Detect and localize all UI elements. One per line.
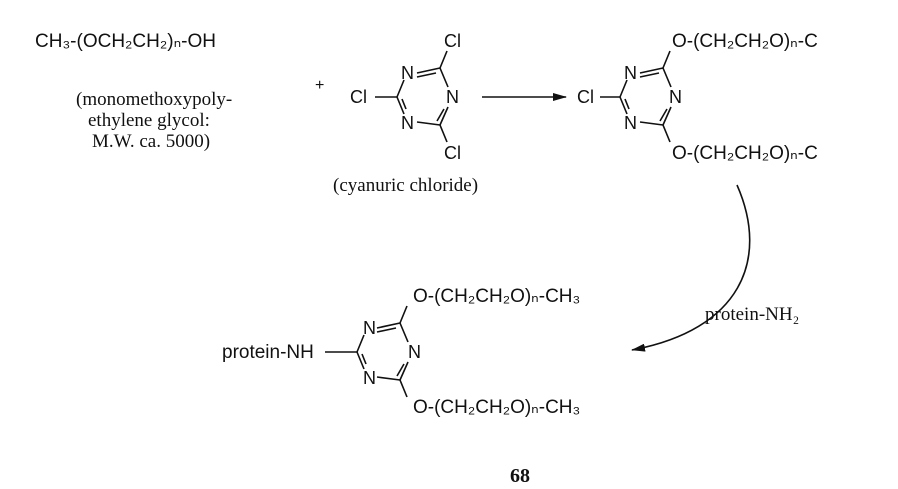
ring-bond <box>396 79 405 98</box>
chlorine-atom: Cl <box>350 87 367 107</box>
ring-bond <box>624 98 630 110</box>
nitrogen-atom: N <box>669 87 682 107</box>
chlorine-atom: Cl <box>577 87 594 107</box>
ring-bond <box>399 322 409 343</box>
cyanuric-chloride-label: (cyanuric chloride) <box>333 175 479 196</box>
ring-bond <box>416 121 441 126</box>
ring-bond <box>436 108 445 122</box>
substituent-bond <box>662 124 671 143</box>
intermediate-peg-chain-top: O-(CH₂CH₂O)ₙ-C <box>672 31 818 52</box>
page-number: 68 <box>510 465 530 487</box>
ring-bond <box>639 72 660 78</box>
ring-bond <box>416 72 437 78</box>
nitrogen-atom: N <box>446 87 459 107</box>
nitrogen-atom: N <box>408 342 421 362</box>
ring-bond <box>399 361 409 381</box>
ring-bond <box>439 67 449 88</box>
ring-bond <box>361 353 367 365</box>
product-peg-chain-bottom: O-(CH₂CH₂O)ₙ-CH₃ <box>413 397 581 418</box>
nitrogen-atom: N <box>624 113 637 133</box>
nitrogen-atom: N <box>624 63 637 83</box>
substituent-bond <box>662 50 671 69</box>
ring-bond <box>356 351 365 370</box>
ring-bond <box>356 334 365 353</box>
product-peg-chain-top: O-(CH₂CH₂O)ₙ-CH₃ <box>413 286 581 307</box>
intermediate-peg-chain-bottom: O-(CH₂CH₂O)ₙ-C <box>672 143 818 164</box>
ring-bond <box>439 106 449 126</box>
nitrogen-atom: N <box>363 368 376 388</box>
substituent-bond <box>399 379 408 398</box>
ring-bond <box>396 96 405 115</box>
chlorine-atom: Cl <box>444 31 461 51</box>
ring-bond <box>376 322 401 329</box>
curved-reaction-arrow <box>631 184 751 352</box>
ring-bond <box>619 96 628 115</box>
ring-bond <box>659 108 668 122</box>
peg-description-line-2: ethylene glycol: <box>88 110 210 131</box>
ring-bond <box>376 327 397 333</box>
ring-bond <box>662 67 672 88</box>
ring-bond <box>662 106 672 126</box>
nitrogen-atom: N <box>401 113 414 133</box>
substituent-bond <box>439 124 448 143</box>
substituent-bond <box>399 305 408 324</box>
product-protein-group: protein-NH <box>222 342 314 363</box>
nitrogen-atom: N <box>363 318 376 338</box>
ring-bond <box>639 67 664 74</box>
peg-description-line-1: (monomethoxypoly- <box>76 89 233 110</box>
ring-bond <box>619 79 628 98</box>
chlorine-atom: Cl <box>444 143 461 163</box>
peg-formula: CH₃-(OCH₂CH₂)ₙ-OH <box>35 31 216 52</box>
ring-bond <box>401 98 407 110</box>
ring-bond <box>639 121 664 126</box>
substituent-bond <box>439 50 448 69</box>
reagent-label: protein-NH₂ <box>705 304 800 325</box>
nitrogen-atom: N <box>401 63 414 83</box>
ring-bond <box>376 376 401 381</box>
plus-sign: + <box>315 77 325 94</box>
ring-bond <box>396 363 405 377</box>
ring-bond <box>416 67 441 74</box>
peg-description-line-3: M.W. ca. 5000) <box>92 131 211 152</box>
